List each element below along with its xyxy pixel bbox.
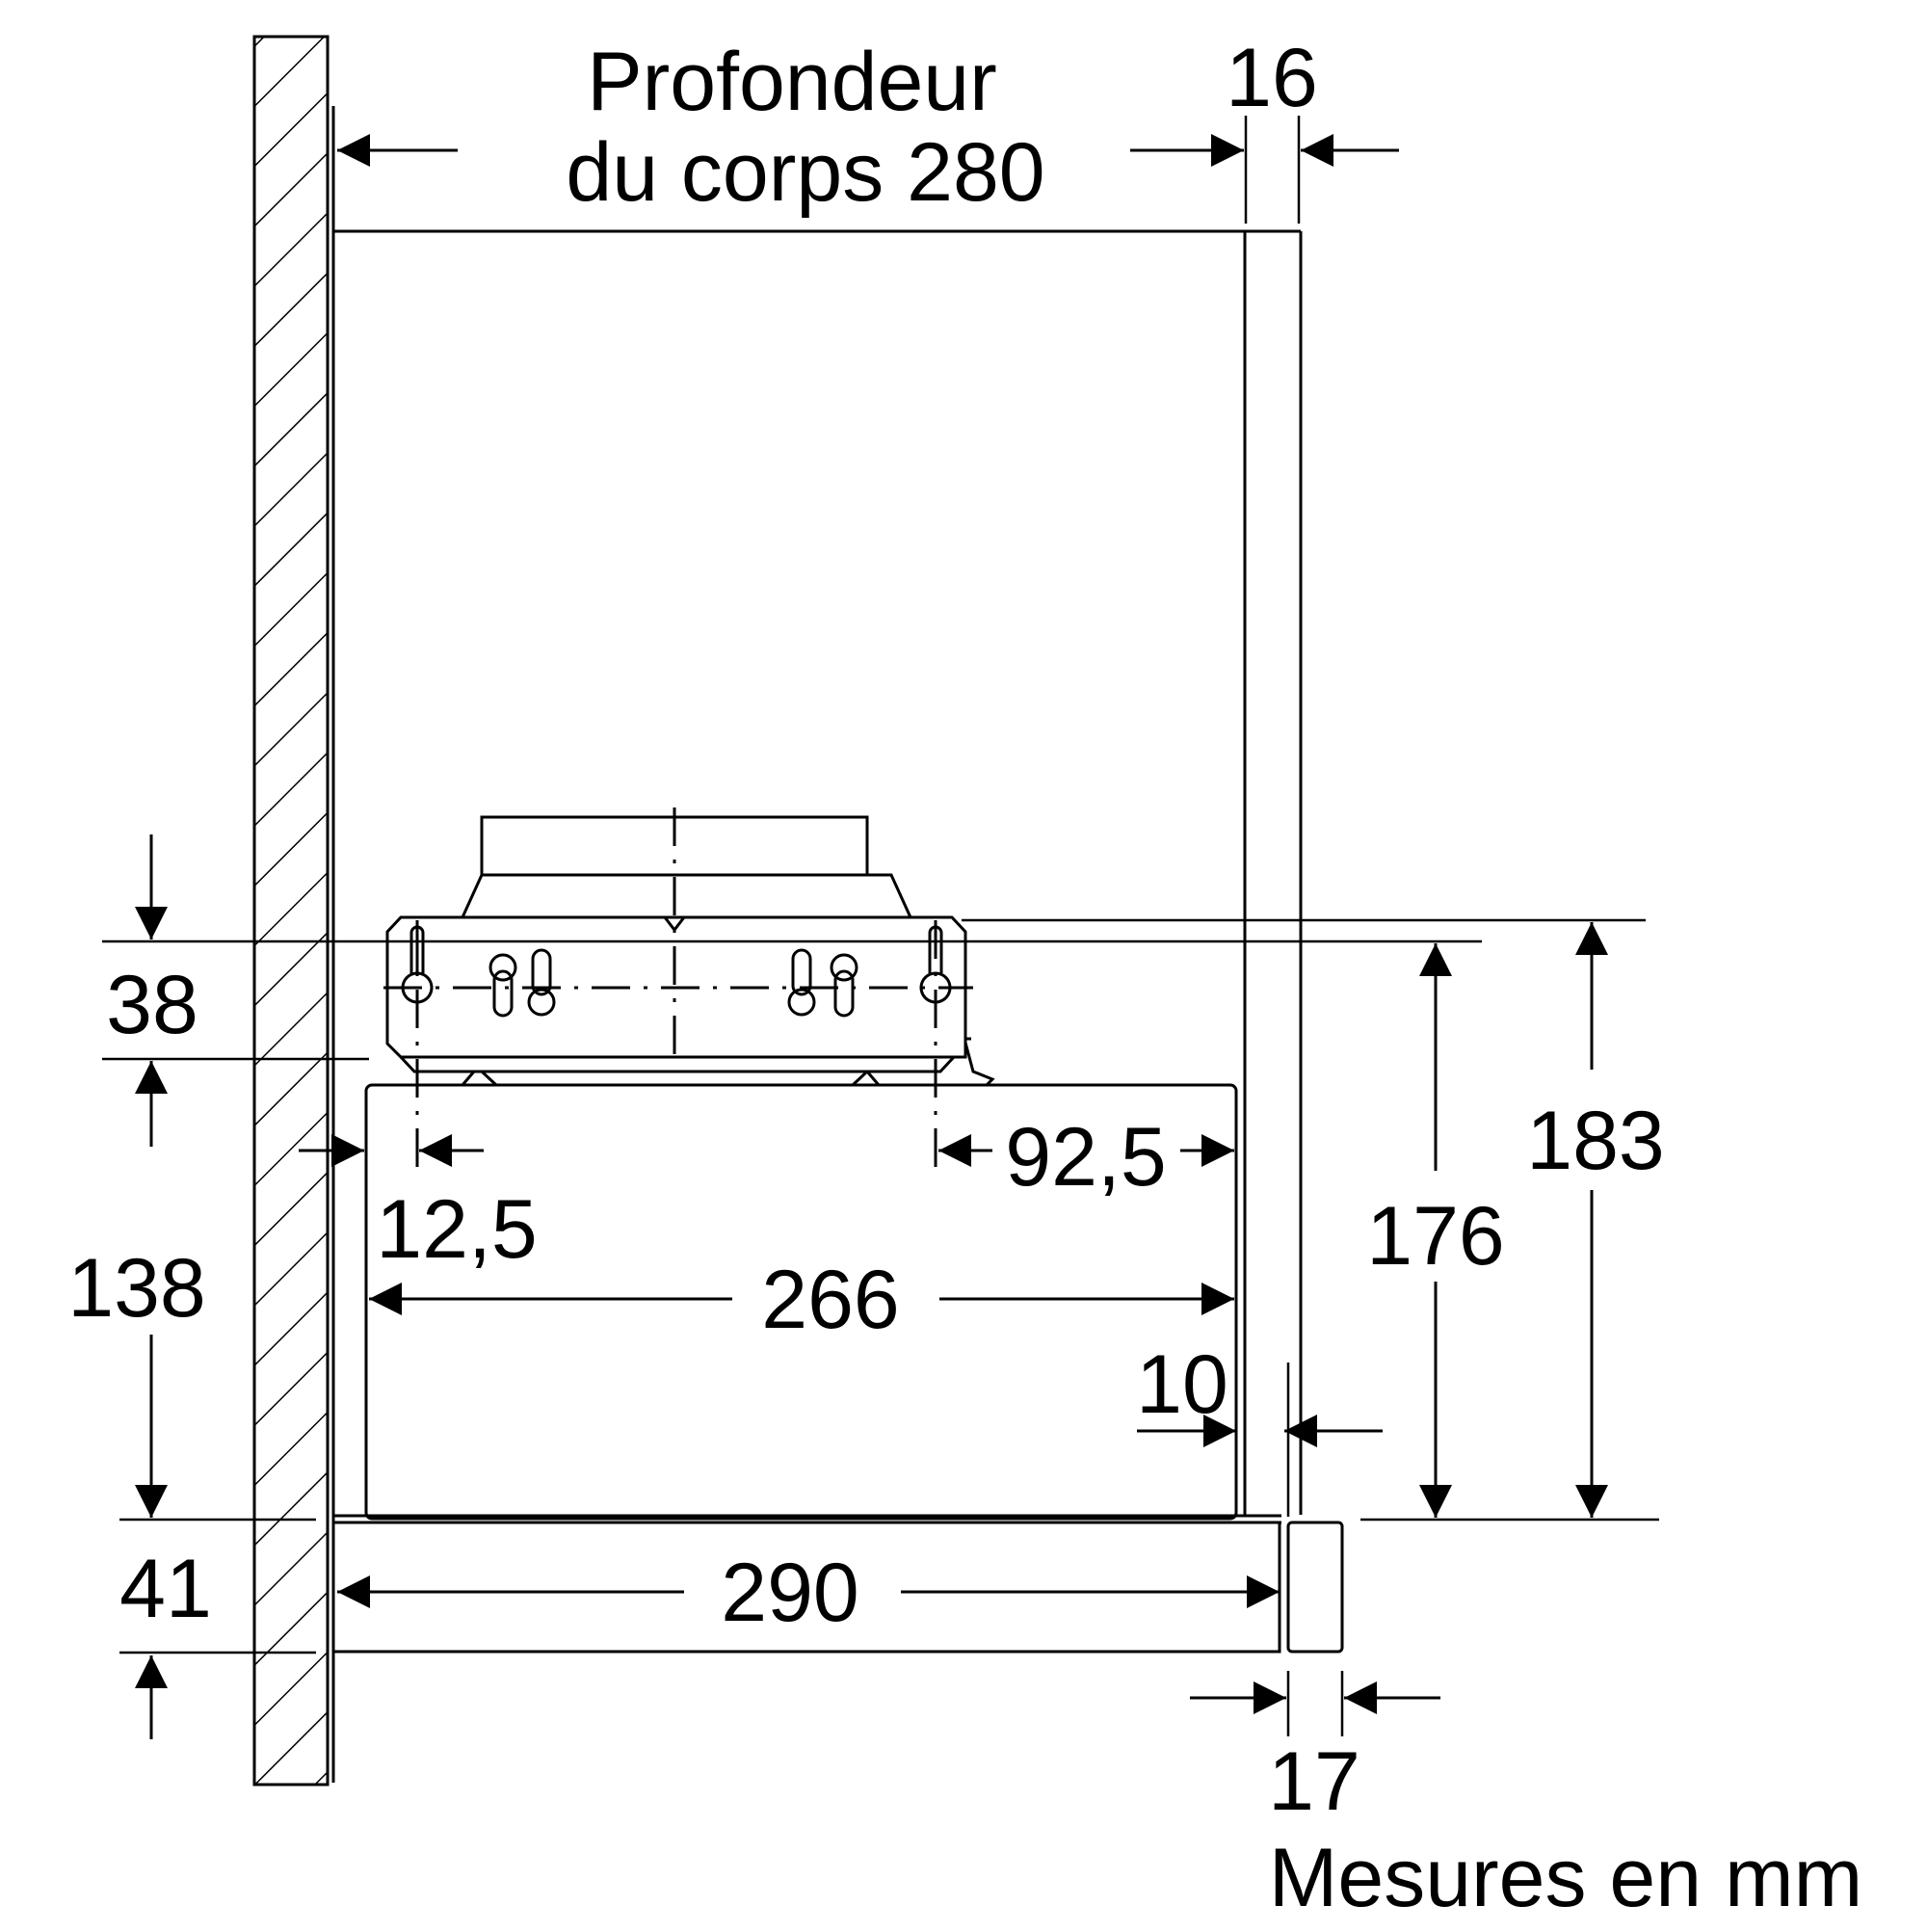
label-10: 10	[1136, 1338, 1228, 1431]
label-176: 176	[1366, 1190, 1505, 1283]
label-183: 183	[1526, 1095, 1665, 1187]
label-290: 290	[721, 1547, 859, 1639]
keyhole-slot	[488, 953, 517, 982]
wall	[252, 35, 335, 1786]
label-12-5: 12,5	[376, 1183, 537, 1276]
dimension-arrows	[135, 134, 1608, 1739]
center-lines	[383, 807, 973, 1174]
dimension-labels: Profondeur du corps 280 16 38 138 41 12,…	[67, 32, 1862, 1924]
pull-out-panel	[331, 1521, 1344, 1654]
motor-housing	[385, 815, 995, 1087]
units-note: Mesures en mm	[1269, 1832, 1863, 1924]
extension-lines	[102, 116, 1659, 1736]
label-17: 17	[1268, 1735, 1360, 1828]
label-16: 16	[1226, 32, 1318, 124]
label-138: 138	[67, 1242, 206, 1335]
label-266: 266	[761, 1254, 900, 1346]
label-body-depth-line1: Profondeur	[587, 36, 997, 128]
label-38: 38	[106, 959, 198, 1051]
label-body-depth-line2: du corps 280	[566, 126, 1044, 219]
wall-cabinet	[333, 229, 1303, 1515]
keyhole-slot	[787, 988, 816, 1017]
keyhole-slot	[830, 953, 858, 982]
keyhole-slot	[527, 988, 556, 1017]
label-92-5: 92,5	[1005, 1111, 1166, 1204]
label-41: 41	[119, 1543, 212, 1635]
